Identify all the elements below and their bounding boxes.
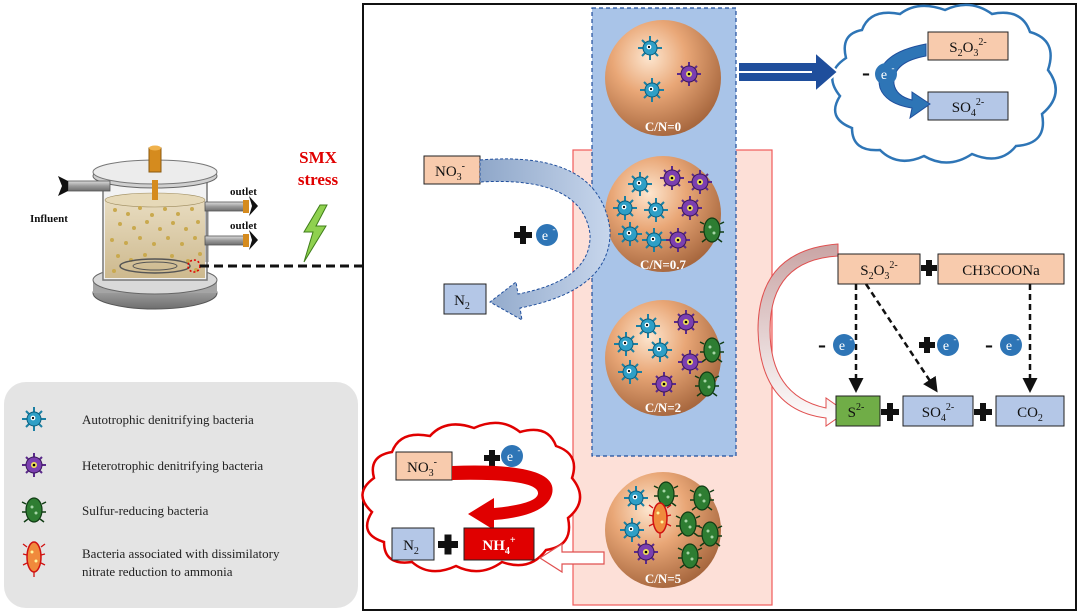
electron-icon-right-3: e -: [1000, 334, 1022, 356]
sulfate-box-cloud: [927, 91, 1009, 121]
influent-label: Influent: [30, 213, 68, 225]
electron-icon-right-2: e -: [937, 334, 959, 356]
sphere-cn5: [605, 472, 723, 588]
minus-sign-1: -: [818, 332, 826, 358]
sphere-label-cn2: C/N=2: [645, 400, 681, 415]
legend-label-autotrophic: Autotrophic denitrifying bacteria: [82, 412, 254, 427]
ammonium-box: [463, 527, 535, 561]
curved-arrow-pink: [757, 243, 847, 427]
nitrogen-box-dnra: [391, 527, 435, 561]
svg-text:-: -: [954, 334, 957, 344]
legend-label-dnra-line2: nitrate reduction to ammonia: [82, 564, 233, 579]
sphere-cn07: [605, 156, 725, 272]
ammonium-text: NH4+: [482, 535, 516, 557]
outlet-label-upper: outlet: [230, 186, 257, 198]
outlet-label-lower: outlet: [230, 220, 257, 232]
thiosulfate-box-cloud: [927, 31, 1009, 61]
svg-text:-: -: [892, 63, 895, 73]
reactor: [58, 145, 258, 310]
sphere-label-cn5: C/N=5: [645, 571, 682, 586]
sphere-label-cn07: C/N=0.7: [640, 257, 687, 272]
arrow-to-sulfate: [864, 283, 938, 393]
sphere-cn2: [605, 300, 725, 416]
nitrogen-box-left: [443, 283, 487, 315]
sulfate-box-right: [902, 395, 974, 427]
svg-text:-: -: [1017, 334, 1020, 344]
lightning-bolt-icon: [303, 204, 328, 263]
smx-stress-title: SMX: [299, 148, 338, 167]
plus-icon-bottom-2: [974, 403, 992, 421]
curved-arrow-denitrification: [479, 158, 611, 321]
sulfate-text-right: SO42-: [922, 402, 955, 424]
svg-text:e: e: [839, 339, 845, 354]
acetate-box: [937, 253, 1065, 285]
curved-arrow-red: [452, 465, 553, 530]
nitrate-text-dnra: NO3-: [407, 457, 437, 479]
minus-sign-cloud: -: [862, 60, 870, 86]
thiosulfate-text-cloud: S2O32-: [949, 37, 987, 59]
svg-text:e: e: [943, 339, 949, 354]
electron-icon-cloud: e -: [875, 63, 897, 85]
co2-text: CO2: [1017, 405, 1043, 424]
sphere-cn0: [605, 20, 721, 136]
thiosulfate-text-right: S2O32-: [860, 260, 898, 282]
sulfide-text: S2-: [848, 402, 865, 421]
nitrogen-text-left: N2: [454, 293, 470, 312]
legend-panel: [4, 382, 358, 608]
svg-text:-: -: [553, 224, 556, 234]
plus-icon-dnra-bottom: [438, 534, 458, 555]
legend-label-dnra-line1: Bacteria associated with dissimilatory: [82, 546, 280, 561]
electron-icon-left: e -: [536, 224, 558, 246]
plus-icon-left: [514, 226, 532, 244]
sulfide-box: [835, 395, 881, 427]
plus-icon-dnra-top: [484, 450, 500, 466]
electron-icon-dnra: e -: [501, 445, 523, 467]
sulfate-text-cloud: SO42-: [952, 97, 985, 119]
co2-box: [995, 395, 1065, 427]
svg-text:-: -: [518, 445, 521, 455]
nitrate-text-left: NO3-: [435, 161, 465, 183]
svg-text:e: e: [507, 450, 513, 465]
plus-icon-bottom-1: [881, 403, 899, 421]
nitrate-box-left: [423, 155, 481, 185]
electron-icon-right-1: e -: [833, 334, 855, 356]
thiosulfate-box-right: [837, 253, 921, 285]
nitrogen-text-dnra: N2: [403, 538, 419, 557]
hollow-arrow-dnra: [538, 542, 605, 574]
svg-text:e: e: [1006, 339, 1012, 354]
plus-icon-electron: [919, 337, 935, 353]
svg-text:e: e: [542, 229, 548, 244]
minus-sign-2: -: [985, 332, 993, 358]
legend-label-heterotrophic: Heterotrophic denitrifying bacteria: [82, 458, 263, 473]
acetate-text: CH3COONa: [962, 263, 1040, 279]
sphere-label-cn0: C/N=0: [645, 119, 681, 134]
smx-stress-subtitle: stress: [298, 170, 339, 189]
legend-label-sulfur-reducing: Sulfur-reducing bacteria: [82, 503, 209, 518]
plus-icon-top-right: [921, 260, 937, 276]
svg-text:e: e: [881, 68, 887, 83]
svg-text:-: -: [850, 334, 853, 344]
